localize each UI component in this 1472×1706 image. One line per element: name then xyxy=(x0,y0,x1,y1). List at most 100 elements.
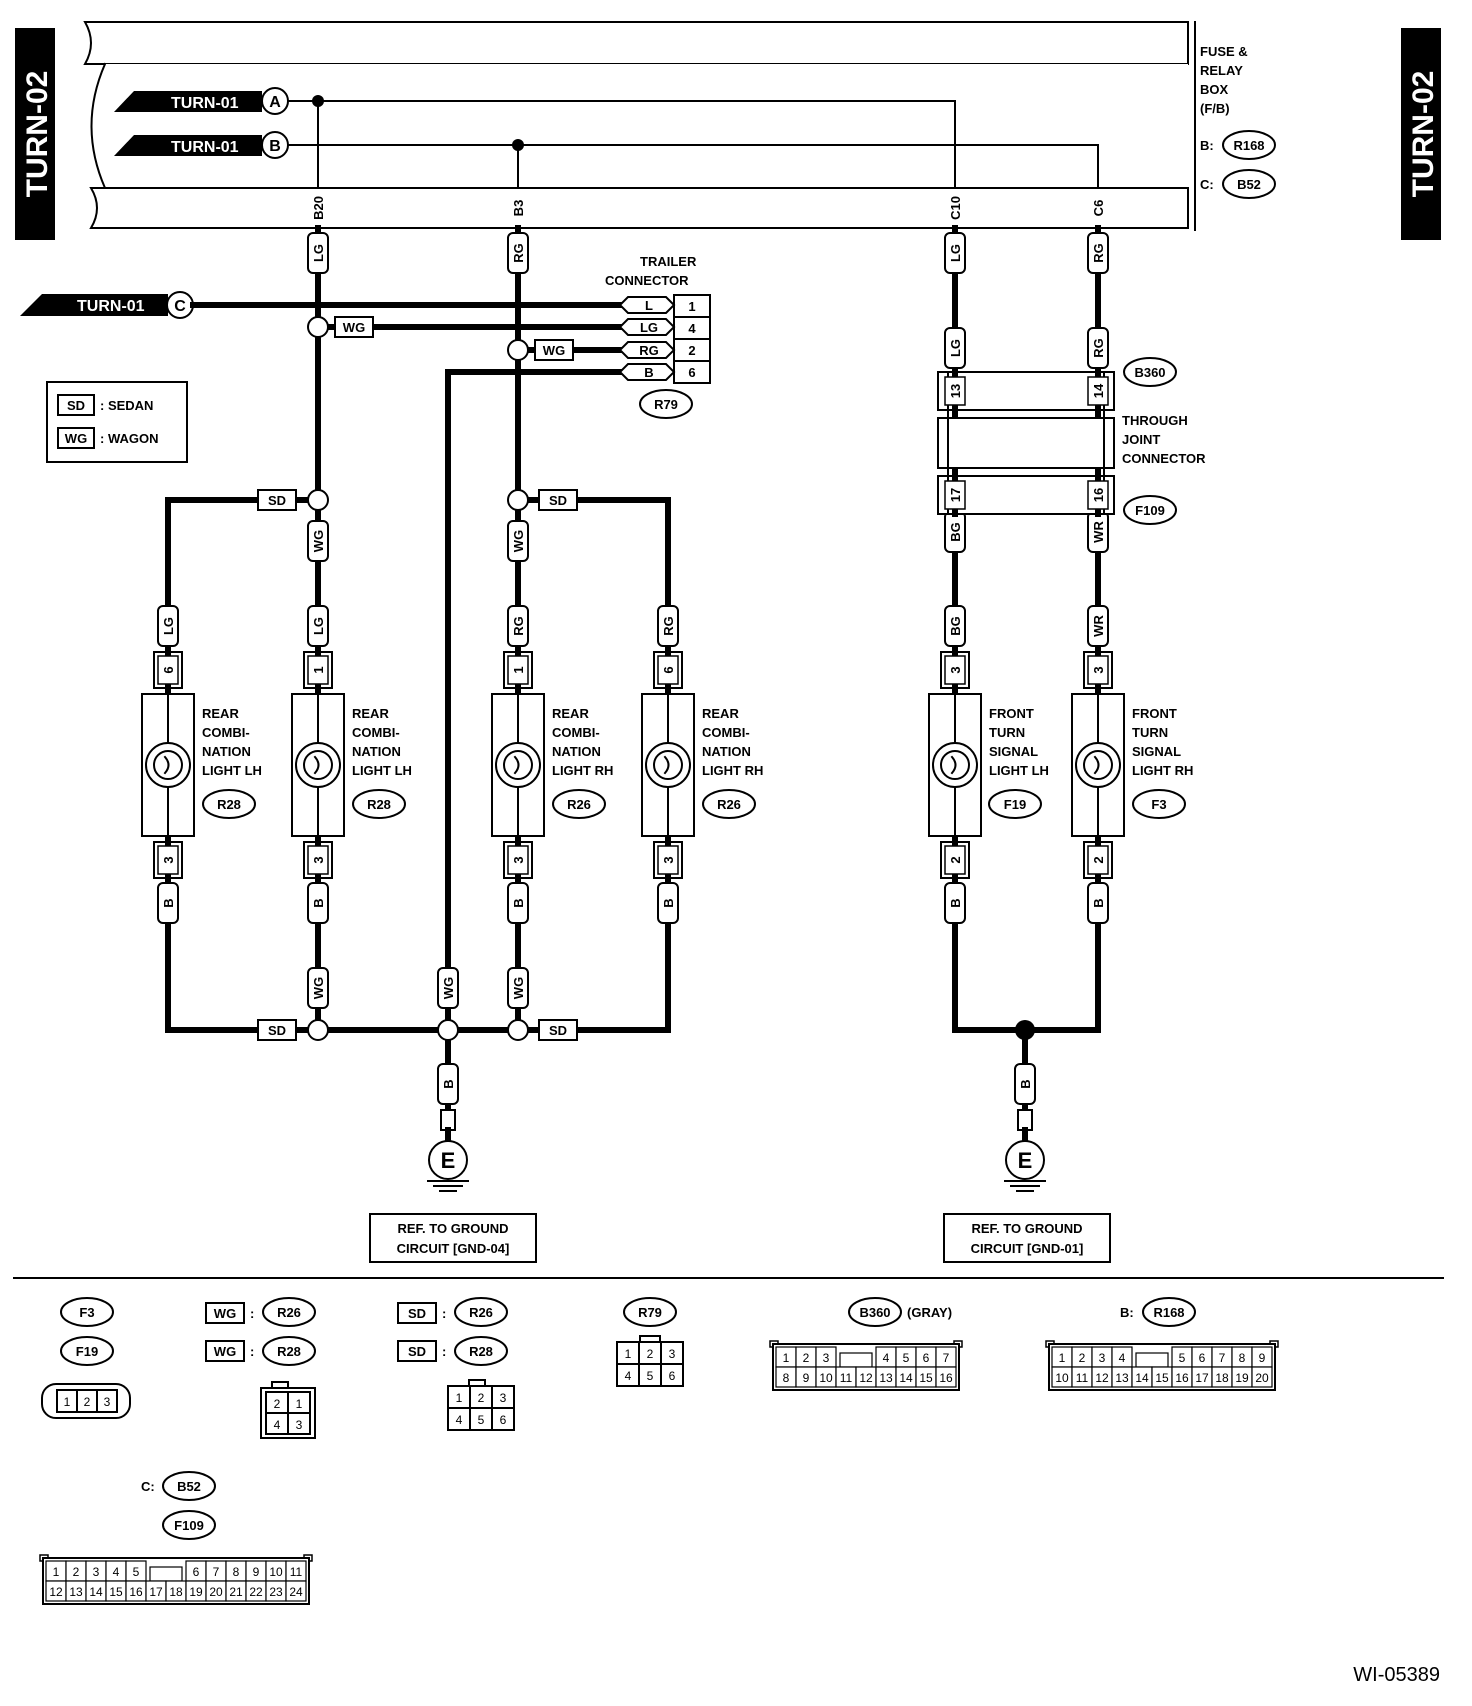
pin-label: 17 xyxy=(1195,1371,1209,1385)
trailer-title-2: CONNECTOR xyxy=(605,273,689,288)
wire-tag: WG xyxy=(437,967,459,1009)
wire-tag: LG xyxy=(157,605,179,647)
ref-b-letter: B xyxy=(269,138,281,155)
wire-tag-text: BG xyxy=(948,616,963,636)
cv-pin: 4 xyxy=(274,1418,281,1432)
trailer-pin-4: 6 xyxy=(688,365,695,380)
wire-tag-text: WG xyxy=(511,977,526,999)
cv-pin: 4 xyxy=(456,1413,463,1427)
ref-b-page: TURN-01 xyxy=(171,139,239,156)
pin-label: 10 xyxy=(1055,1371,1069,1385)
legend-wg-code: WG xyxy=(65,431,87,446)
cv-sep: : xyxy=(442,1306,446,1321)
wire-tag-text: RG xyxy=(661,616,676,636)
connector-view-sd: SD : R26 SD : R28 1 2 3 4 5 6 xyxy=(397,1297,515,1431)
pin-label: 5 xyxy=(1179,1351,1186,1365)
lamp-label-4: LIGHT RH xyxy=(1132,763,1193,778)
rear-combination-light-rh-wagon: 1 3 REAR COMBI- NATION LIGHT RH R26 xyxy=(491,649,613,881)
pin-label: 16 xyxy=(1175,1371,1189,1385)
wire-tag-text: LG xyxy=(948,339,963,357)
sd-tag: SD xyxy=(268,493,286,508)
pin-label: 15 xyxy=(1155,1371,1169,1385)
trailer-code: R79 xyxy=(654,397,678,412)
lamp-label-2: TURN xyxy=(989,725,1025,740)
pin-label: 21 xyxy=(229,1585,243,1599)
cv-code: R26 xyxy=(277,1305,301,1320)
pin-label: 12 xyxy=(859,1371,873,1385)
pin-label: 12 xyxy=(1095,1371,1109,1385)
lamp-label-3: NATION xyxy=(352,744,401,759)
ground-gnd-04: E REF. TO GROUND CIRCUIT [GND-04] xyxy=(369,1109,537,1263)
cv-sep: : xyxy=(250,1344,254,1359)
pin-label: 1 xyxy=(53,1565,60,1579)
terminal-labels: B20 B3 C10 C6 xyxy=(308,191,1108,225)
trailer-wire-2: LG xyxy=(640,320,658,335)
wire-tag-text: WG xyxy=(441,977,456,999)
pin-label: 17 xyxy=(149,1585,163,1599)
ref-turn01-a[interactable]: TURN-01 A xyxy=(114,87,289,115)
cv-pin: 6 xyxy=(500,1413,507,1427)
cv-code: F109 xyxy=(174,1518,204,1533)
wire-tag-text: B xyxy=(948,898,963,907)
wire-tag-text: LG xyxy=(161,617,176,635)
page-tab-right-label: TURN-02 xyxy=(1407,71,1440,198)
lamp-pin-top: 1 xyxy=(311,666,326,673)
ground-gnd-01: E REF. TO GROUND CIRCUIT [GND-01] xyxy=(943,1109,1111,1263)
page-tab-left: TURN-02 xyxy=(15,28,55,240)
lamp-pin-bottom: 3 xyxy=(311,856,326,863)
cv-code: R28 xyxy=(277,1344,301,1359)
sd-tag: SD xyxy=(549,493,567,508)
pin-label: 9 xyxy=(803,1371,810,1385)
trailer-wire-3: RG xyxy=(639,343,659,358)
wire-tag: LG xyxy=(307,232,329,274)
cv-pin: 6 xyxy=(669,1369,676,1383)
lamp-label-1: REAR xyxy=(352,706,389,721)
legend: SD : SEDAN WG : WAGON xyxy=(46,381,188,463)
pin-label: 15 xyxy=(919,1371,933,1385)
cv-pin: 2 xyxy=(274,1397,281,1411)
wire-tag: B xyxy=(1014,1063,1036,1105)
pin-label: 16 xyxy=(129,1585,143,1599)
lamp-label-2: COMBI- xyxy=(352,725,400,740)
ground-symbol: E xyxy=(441,1148,456,1173)
pin-key xyxy=(839,1352,873,1368)
rear-combination-light-lh-sedan: 6 3 REAR COMBI- NATION LIGHT LH R28 xyxy=(141,649,262,881)
wire-tag: RG xyxy=(507,232,529,274)
wire-tag: LG xyxy=(944,232,966,274)
joint-pin-16: 16 xyxy=(1091,488,1106,502)
cv-prefix: C: xyxy=(141,1479,155,1494)
cv-pin: 2 xyxy=(84,1395,91,1409)
fuse-box-title-2: RELAY xyxy=(1200,63,1243,78)
pin-label: 6 xyxy=(1199,1351,1206,1365)
wire-tag: WG xyxy=(507,520,529,562)
lamp-label-2: COMBI- xyxy=(552,725,600,740)
wire-tag-text: LG xyxy=(311,244,326,262)
pin-label: 16 xyxy=(939,1371,953,1385)
ground-ref-2: CIRCUIT [GND-04] xyxy=(397,1241,510,1256)
cv-pin: 3 xyxy=(104,1395,111,1409)
pin-label: 13 xyxy=(1115,1371,1129,1385)
ref-turn01-b[interactable]: TURN-01 B xyxy=(114,131,289,159)
pin-label: 13 xyxy=(879,1371,893,1385)
cv-code: B52 xyxy=(177,1479,201,1494)
pin-label: 7 xyxy=(943,1351,950,1365)
junctions xyxy=(307,316,1035,1041)
joint-bottom-code: F109 xyxy=(1135,503,1165,518)
pin-label: 10 xyxy=(819,1371,833,1385)
cv-pin: 1 xyxy=(64,1395,71,1409)
pin-label: 22 xyxy=(249,1585,263,1599)
terminal-c10: C10 xyxy=(948,196,963,220)
cv-code: R28 xyxy=(469,1344,493,1359)
wire-tag: WR xyxy=(1087,511,1109,553)
wg-tag: WG xyxy=(543,343,565,358)
ref-turn01-c[interactable]: TURN-01 C xyxy=(20,291,194,319)
rear-combination-light-lh-wagon: 1 3 REAR COMBI- NATION LIGHT LH R28 xyxy=(291,649,412,881)
wire-tag: LG xyxy=(944,327,966,369)
wire-tag-text: B xyxy=(311,898,326,907)
pin-label: 1 xyxy=(1059,1351,1066,1365)
wire-tag: BG xyxy=(944,605,966,647)
trailer-title-1: TRAILER xyxy=(640,254,697,269)
cv-tag: SD xyxy=(408,1306,426,1321)
connector-view-r79: R79 1 2 3 4 5 6 xyxy=(616,1297,684,1387)
